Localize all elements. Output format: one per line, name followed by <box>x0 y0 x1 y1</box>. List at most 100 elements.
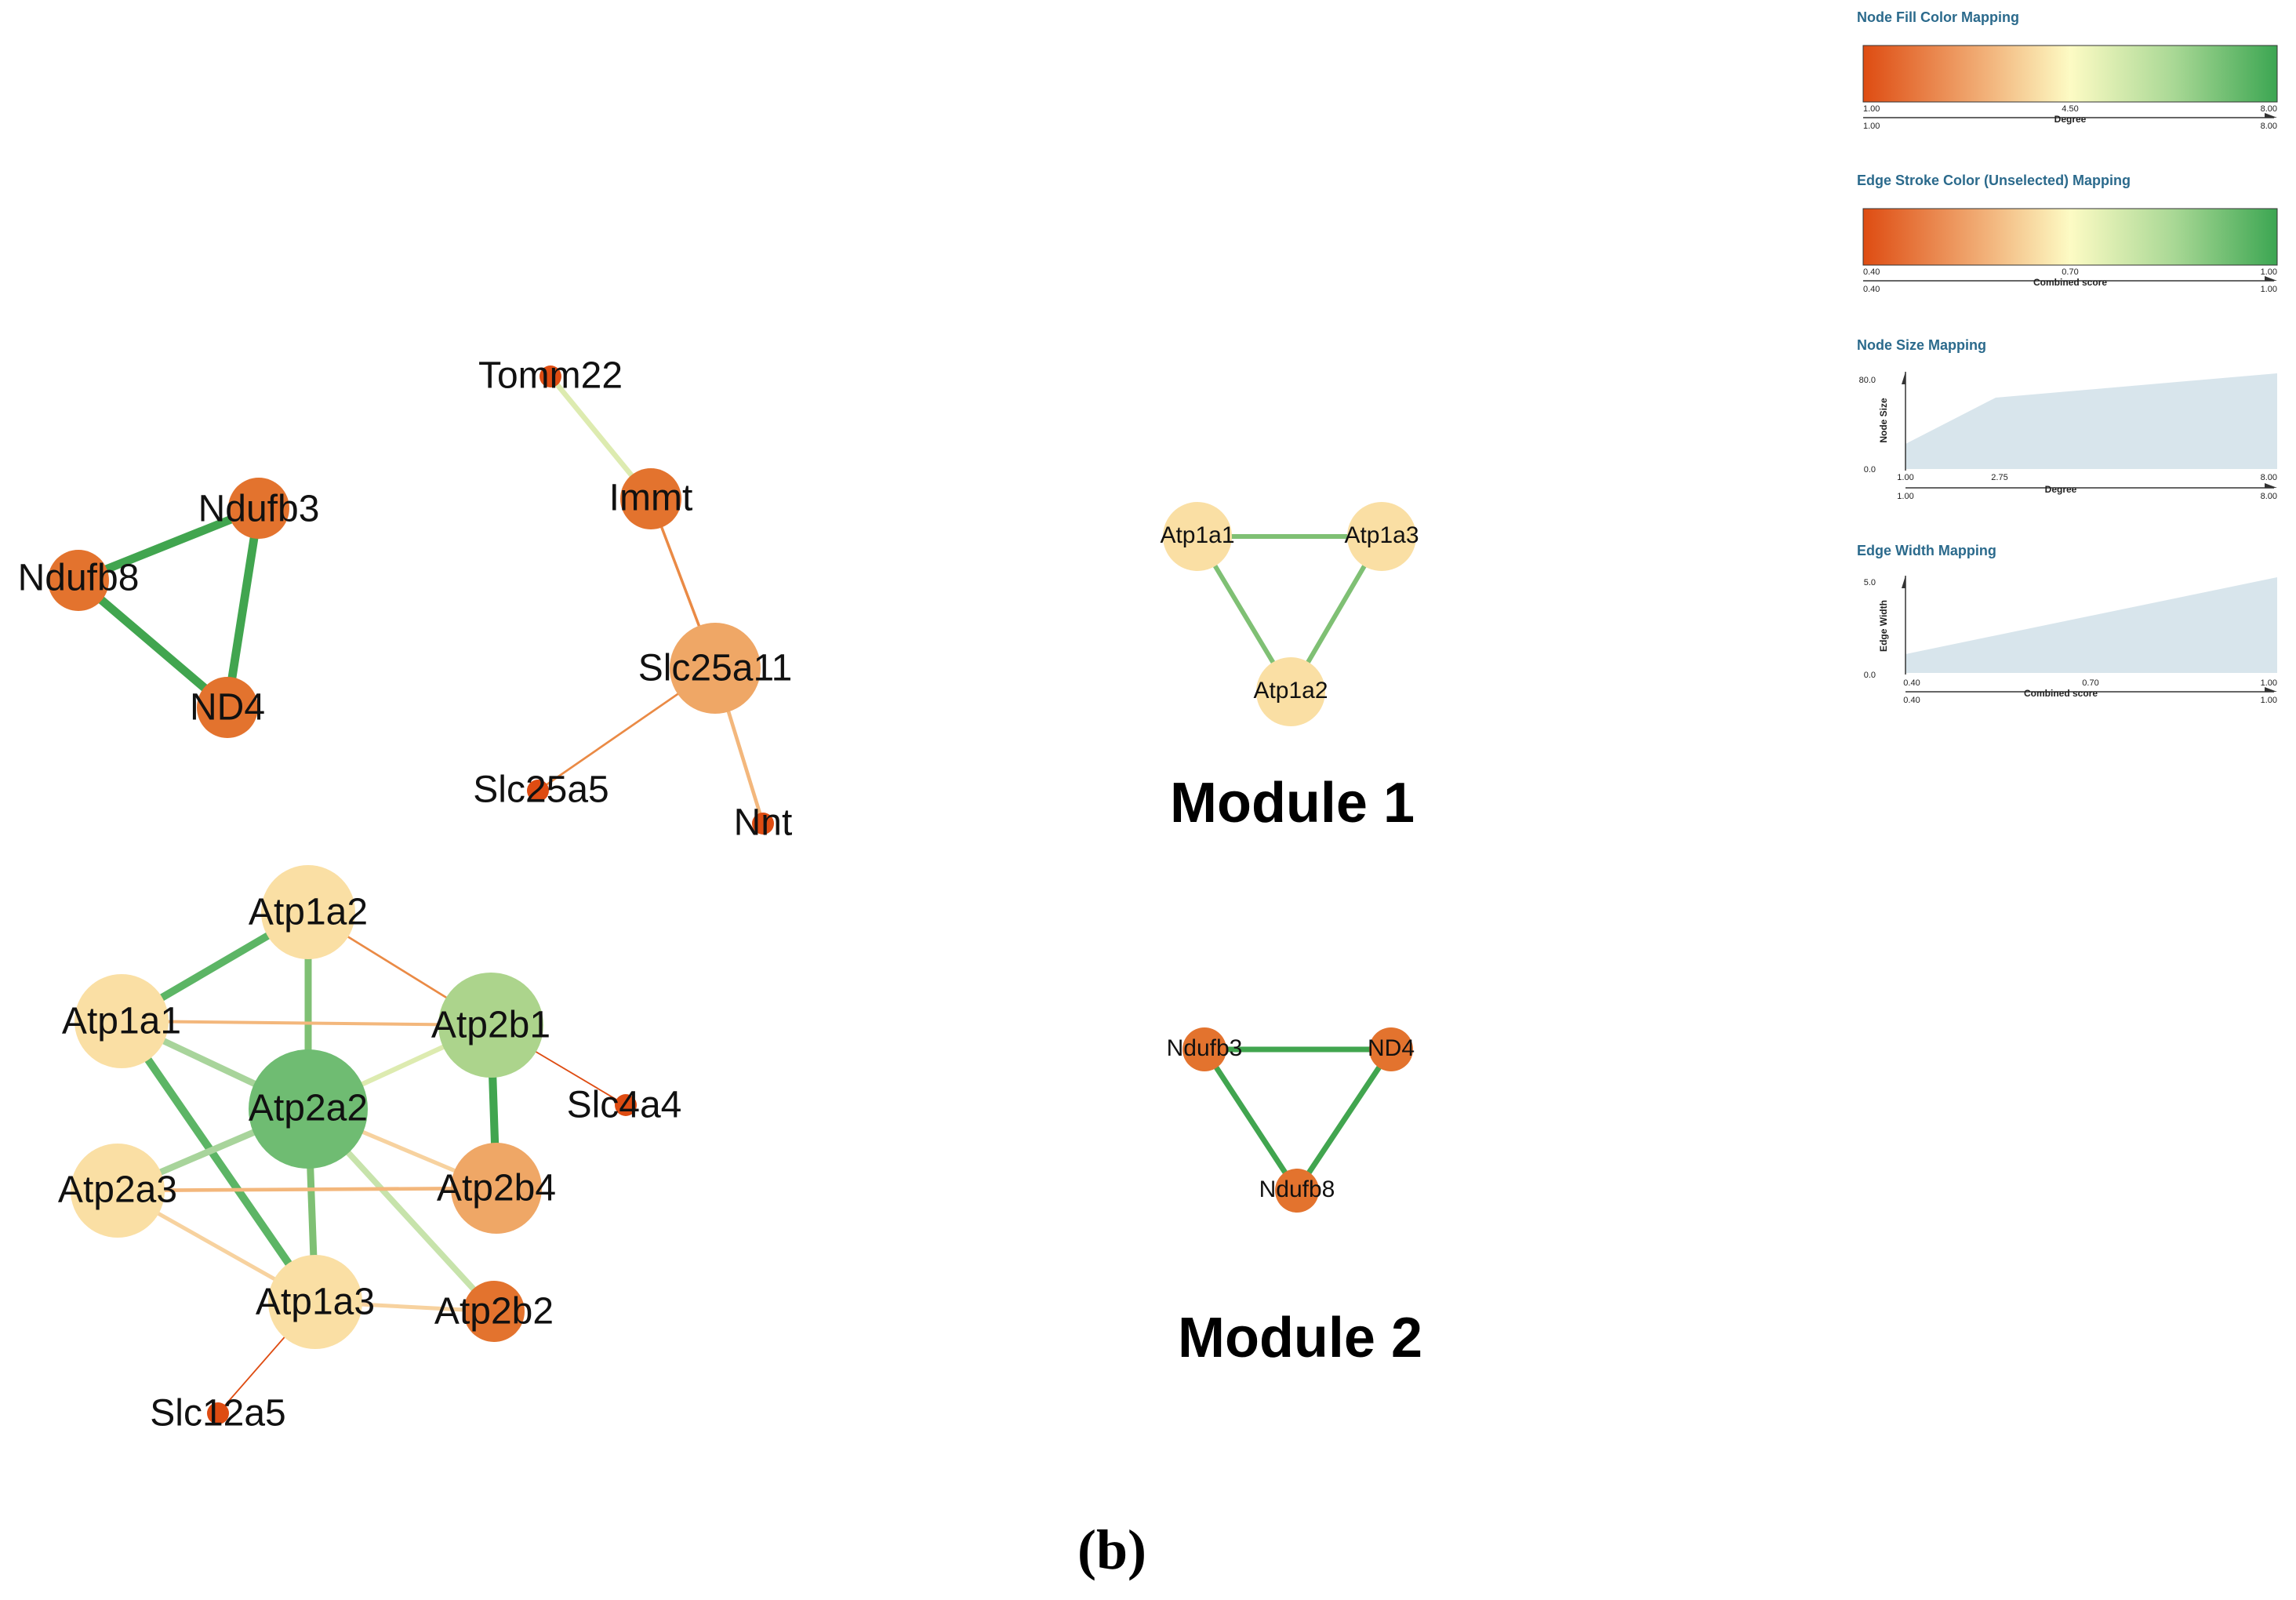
edge-nd4-ndufb8 <box>1294 1046 1394 1194</box>
edge-color-gradient-bar <box>1862 208 2278 266</box>
node-label: Atp2a3 <box>58 1169 177 1211</box>
edge-ndufb3-ndufb8 <box>1201 1046 1300 1194</box>
node-slc4a4[interactable]: Slc4a4 <box>567 1085 682 1126</box>
edge-atp2a3-atp2b4 <box>115 1186 499 1193</box>
fill-axis-max: 8.00 <box>2261 122 2277 131</box>
node-circle <box>463 1281 525 1342</box>
node-circle <box>197 677 258 738</box>
size-x-max: 8.00 <box>2261 473 2277 482</box>
width-x-mid: 0.70 <box>2082 678 2098 688</box>
edge-color-min-tick: 0.40 <box>1863 267 1880 277</box>
size-y-max: 80.0 <box>1859 376 1876 385</box>
node-label: Slc4a4 <box>567 1085 682 1126</box>
legend-node-fill: Node Fill Color Mapping 1.00 4.50 8.00 1… <box>1857 9 2278 131</box>
node-fill-gradient-bar <box>1862 45 2278 103</box>
module-1-title: Module 1 <box>1170 772 1415 835</box>
edge-atp1a1-atp1a3 <box>118 1017 319 1306</box>
width-y-min: 0.0 <box>1864 671 1876 680</box>
node-atp2b4[interactable]: Atp2b4 <box>437 1143 556 1234</box>
panel-label: (b) <box>1077 1518 1146 1581</box>
node-label: ND4 <box>1368 1035 1415 1061</box>
node-circle <box>451 1143 542 1234</box>
fill-max-tick: 8.00 <box>2261 104 2277 114</box>
node-circle <box>438 973 543 1078</box>
edge-ndufb3-nd4 <box>223 504 263 712</box>
node-label: Atp1a2 <box>249 892 368 933</box>
node-label: Atp1a3 <box>256 1282 375 1323</box>
node-circle <box>620 468 681 529</box>
node-circle <box>71 1144 165 1238</box>
node-circle <box>48 550 109 611</box>
node-atp1a2[interactable]: Atp1a2 <box>1253 657 1328 726</box>
node-atp1a3[interactable]: Atp1a3 <box>256 1255 375 1349</box>
node-immt[interactable]: Immt <box>609 468 693 529</box>
edge-atp1a1-atp2b1 <box>120 1020 492 1027</box>
edge-ndufb3-ndufb8 <box>74 504 263 585</box>
node-atp2b2[interactable]: Atp2b2 <box>434 1281 554 1342</box>
node-atp2b1[interactable]: Atp2b1 <box>431 973 550 1078</box>
edge-color-mid-tick: 0.70 <box>2062 267 2078 277</box>
node-nd4[interactable]: ND4 <box>1368 1027 1415 1071</box>
node-circle <box>1347 502 1416 571</box>
node-slc25a5[interactable]: Slc25a5 <box>473 769 609 811</box>
node-label: Nnt <box>734 802 793 844</box>
width-y-max: 5.0 <box>1864 578 1876 587</box>
node-slc12a5[interactable]: Slc12a5 <box>150 1393 285 1435</box>
edge-color-axis-max: 1.00 <box>2261 285 2277 294</box>
node-circle <box>1256 657 1325 726</box>
node-label: Slc25a11 <box>638 648 793 689</box>
node-slc25a11[interactable]: Slc25a11 <box>638 623 793 714</box>
legend-edge-width-title: Edge Width Mapping <box>1857 543 1996 558</box>
node-atp1a1[interactable]: Atp1a1 <box>62 974 181 1068</box>
edge-color-axis-label: Combined score <box>2033 277 2107 288</box>
node-circle <box>527 780 549 802</box>
node-atp1a3[interactable]: Atp1a3 <box>1344 502 1419 571</box>
node-circle <box>228 478 289 539</box>
node-atp2a2[interactable]: Atp2a2 <box>249 1049 368 1169</box>
edge-ndufb8-nd4 <box>74 576 232 712</box>
node-ndufb3[interactable]: Ndufb3 <box>1167 1027 1243 1071</box>
node-label: Atp1a1 <box>62 1001 181 1042</box>
node-label: Tomm22 <box>478 355 623 397</box>
node-circle <box>261 865 355 959</box>
node-ndufb8[interactable]: Ndufb8 <box>18 550 140 611</box>
edge-color-axis-min: 0.40 <box>1863 285 1880 294</box>
fill-axis-label: Degree <box>2054 114 2087 125</box>
node-label: Slc25a5 <box>473 769 609 811</box>
size-x-min: 1.00 <box>1897 473 1913 482</box>
main-network-edges <box>74 373 765 1414</box>
node-label: Ndufb3 <box>1167 1035 1243 1061</box>
node-atp1a1[interactable]: Atp1a1 <box>1160 502 1235 571</box>
node-circle <box>670 623 761 714</box>
node-nnt[interactable]: Nnt <box>734 802 793 844</box>
module-2-title: Module 2 <box>1178 1307 1422 1369</box>
size-axis-max: 8.00 <box>2261 492 2277 501</box>
legend-edge-width: Edge Width Mapping 5.0 0.0 Edge Width 0.… <box>1857 543 2277 705</box>
node-label: Ndufb3 <box>198 489 320 530</box>
node-circle <box>249 1049 368 1169</box>
node-atp1a2[interactable]: Atp1a2 <box>249 865 368 959</box>
node-label: Immt <box>609 478 693 519</box>
node-circle <box>207 1402 229 1424</box>
node-nd4[interactable]: ND4 <box>190 677 265 738</box>
width-x-min: 0.40 <box>1903 678 1920 688</box>
node-label: Slc12a5 <box>150 1393 285 1435</box>
node-circle <box>1275 1169 1319 1213</box>
legend-node-size-title: Node Size Mapping <box>1857 337 1986 353</box>
size-x-mid: 2.75 <box>1991 473 2007 482</box>
node-ndufb8[interactable]: Ndufb8 <box>1259 1169 1335 1213</box>
node-circle <box>1163 502 1232 571</box>
node-circle <box>539 365 561 387</box>
node-circle <box>1183 1027 1226 1071</box>
node-tomm22[interactable]: Tomm22 <box>478 355 623 397</box>
size-y-min: 0.0 <box>1864 465 1876 475</box>
fill-min-tick: 1.00 <box>1863 104 1880 114</box>
node-atp2a3[interactable]: Atp2a3 <box>58 1144 177 1238</box>
node-ndufb3[interactable]: Ndufb3 <box>198 478 320 539</box>
node-circle <box>268 1255 362 1349</box>
